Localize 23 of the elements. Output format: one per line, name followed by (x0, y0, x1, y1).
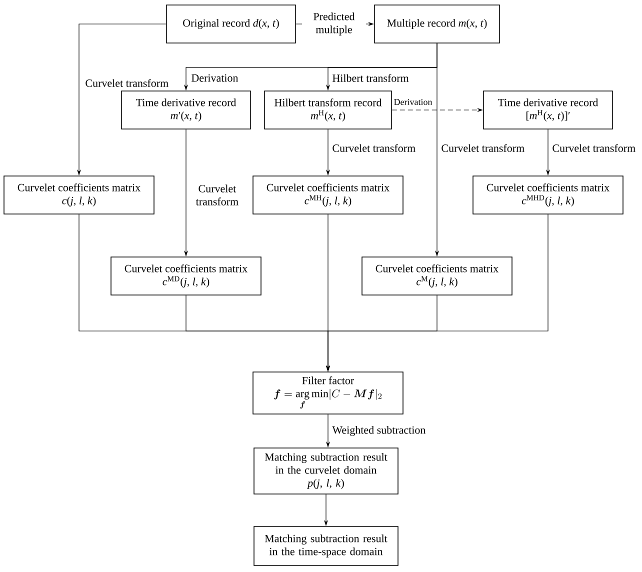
edge-label: Curvelet transform (440, 143, 526, 153)
process-box: Curvelet coefficients matrix c(j, l, k) (4, 176, 154, 214)
edge-label: Weighted subtraction (331, 425, 427, 437)
process-box: Filter factor $\boldsymbol{f}=\underset{\boldsymbol{f}}{\arg}\min\lvert C-\boldsymbol{Mf}\rvert_2$ (252, 372, 404, 414)
process-box: Curvelet coefficients matrix c$^{M}$(j, l, k) (362, 256, 512, 296)
process-box: Multiple record m(x, t) (374, 4, 500, 44)
edge-label: Derivation (190, 73, 240, 83)
process-box: Time derivative record [m$^{H}$(x, t)]′ (483, 90, 613, 130)
edge-label: Curvelet transform (190, 184, 244, 206)
edge-label: Predicted multiple (302, 12, 366, 36)
edge-label: Curvelet transform (84, 78, 170, 88)
edge-label: Derivation (392, 98, 434, 106)
process-box: Curvelet coefficients matrix c$^{MD}$(j, l, k) (110, 256, 262, 296)
process-box: Curvelet coefficients matrix c$^{MH}$(j, l, k) (252, 176, 404, 214)
process-box: Time derivative record m′(x, t) (121, 90, 251, 130)
edge-label: Curvelet transform (551, 143, 637, 153)
edge-label: Curvelet transform (331, 143, 417, 153)
process-box: Matching subtraction result in the curvelet domain p(j, l, k) (254, 448, 398, 494)
process-box: Hilbert transform record m$^{H}$(x, t) (264, 90, 392, 130)
edge-label: Hilbert transform (331, 73, 410, 83)
process-box: Original record d(x, t) (166, 4, 296, 44)
process-box: Matching subtraction result in the time-space domain (254, 526, 398, 566)
process-box: Curvelet coefficients matrix c$^{MHD}$(j, l, k) (472, 176, 624, 214)
